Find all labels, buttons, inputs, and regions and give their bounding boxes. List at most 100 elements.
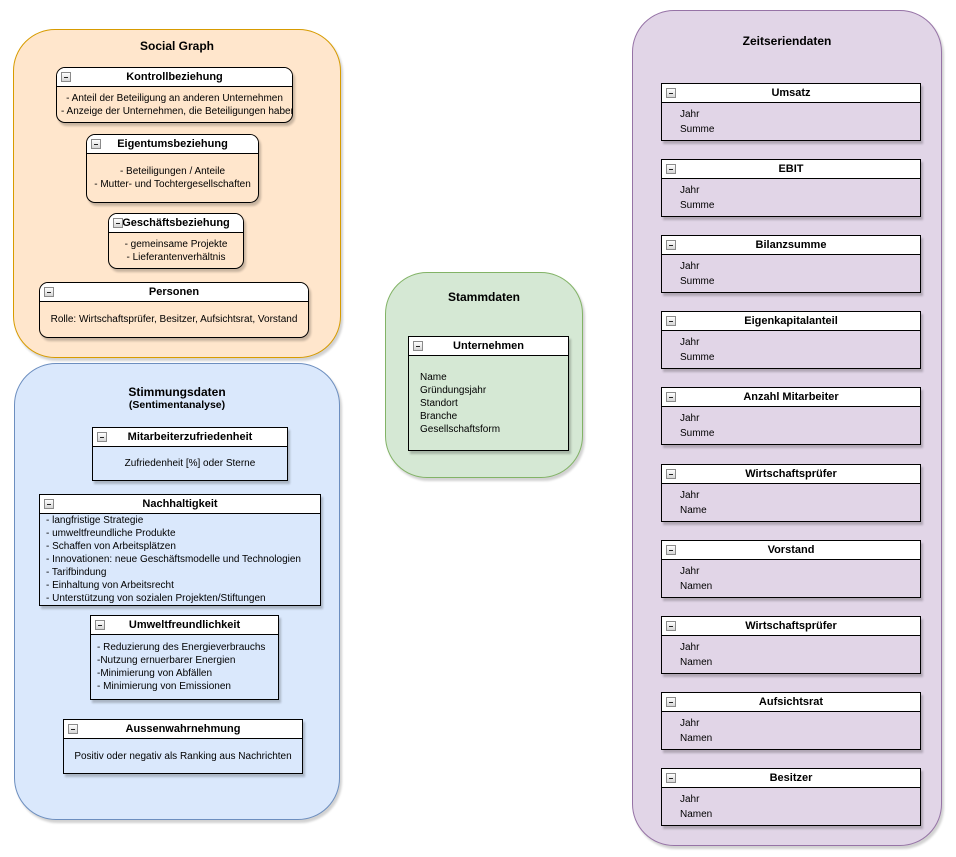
collapse-minus-icon[interactable] bbox=[44, 287, 54, 297]
entity-title: Eigenkapitalanteil bbox=[744, 315, 838, 327]
entity-title: Vorstand bbox=[767, 544, 815, 556]
entity-title: Personen bbox=[148, 286, 200, 298]
collapse-minus-icon[interactable] bbox=[666, 164, 676, 174]
entity-title: Mitarbeiterzufriedenheit bbox=[127, 431, 253, 443]
attribute-line: Jahr bbox=[680, 641, 700, 653]
collapse-minus-icon[interactable] bbox=[61, 72, 71, 82]
attribute-line: - Minimierung von Emissionen bbox=[97, 681, 231, 692]
attribute-line: Name bbox=[420, 371, 447, 383]
entity-header: Mitarbeiterzufriedenheit bbox=[93, 428, 287, 447]
entity-attributes: - Anteil der Beteiligung an anderen Unte… bbox=[57, 87, 292, 122]
entity-title: Kontrollbeziehung bbox=[126, 71, 223, 83]
entity-title: Unternehmen bbox=[453, 340, 524, 352]
collapse-minus-icon[interactable] bbox=[666, 240, 676, 250]
entity-header: Umweltfreundlichkeit bbox=[91, 616, 278, 635]
attribute-line: - Innovationen: neue Geschäftsmodelle un… bbox=[46, 554, 301, 565]
attribute-line: - Einhaltung von Arbeitsrecht bbox=[46, 580, 174, 591]
entity-header: Personen bbox=[40, 283, 308, 302]
collapse-minus-icon[interactable] bbox=[91, 139, 101, 149]
collapse-minus-icon[interactable] bbox=[666, 88, 676, 98]
entity-header: Anzahl Mitarbeiter bbox=[662, 388, 920, 407]
entity-attributes: - Reduzierung des Energieverbrauchs-Nutz… bbox=[91, 635, 278, 699]
collapse-minus-icon[interactable] bbox=[666, 316, 676, 326]
entity-box-umweltfreundlichkeit[interactable]: Umweltfreundlichkeit - Reduzierung des E… bbox=[90, 615, 279, 700]
entity-attributes: - Beteiligungen / Anteile- Mutter- und T… bbox=[87, 154, 258, 202]
entity-header: Nachhaltigkeit bbox=[40, 495, 320, 514]
entity-header: Eigenkapitalanteil bbox=[662, 312, 920, 331]
collapse-minus-icon[interactable] bbox=[666, 697, 676, 707]
entity-title: Wirtschaftsprüfer bbox=[745, 620, 837, 632]
collapse-minus-icon[interactable] bbox=[666, 469, 676, 479]
entity-box-mitarbeiterzufriedenheit[interactable]: Mitarbeiterzufriedenheit Zufriedenheit [… bbox=[92, 427, 288, 481]
collapse-minus-icon[interactable] bbox=[113, 218, 123, 228]
attribute-line: -Nutzung ernuerbarer Energien bbox=[97, 655, 236, 666]
entity-header: Unternehmen bbox=[409, 337, 568, 356]
entity-title: Geschäftsbeziehung bbox=[122, 217, 230, 229]
collapse-minus-icon[interactable] bbox=[666, 392, 676, 402]
entity-title: Nachhaltigkeit bbox=[142, 498, 218, 510]
group-stimmungsdaten[interactable]: Stimmungsdaten (Sentimentanalyse) Mitarb… bbox=[14, 363, 340, 820]
entity-box-eigentumsbeziehung[interactable]: Eigentumsbeziehung - Beteiligungen / Ant… bbox=[86, 134, 259, 203]
entity-box-aussenwahrnehmung[interactable]: Aussenwahrnehmung Positiv oder negativ a… bbox=[63, 719, 303, 774]
entity-title: Aussenwahrnehmung bbox=[125, 723, 241, 735]
entity-header: Geschäftsbeziehung bbox=[109, 214, 243, 233]
attribute-line: - Mutter- und Tochtergesellschaften bbox=[94, 179, 251, 190]
entity-title: Besitzer bbox=[769, 772, 813, 784]
entity-box-nachhaltigkeit[interactable]: Nachhaltigkeit - langfristige Strategie -… bbox=[39, 494, 321, 606]
attribute-line: -Minimierung von Abfällen bbox=[97, 668, 213, 679]
attribute-line: Summe bbox=[680, 427, 715, 439]
collapse-minus-icon[interactable] bbox=[666, 773, 676, 783]
group-title-zeitseriendaten: Zeitseriendaten bbox=[742, 34, 832, 48]
attribute-line: Jahr bbox=[680, 489, 700, 501]
entity-box-personen[interactable]: Personen Rolle: Wirtschaftsprüfer, Besit… bbox=[39, 282, 309, 338]
collapse-minus-icon[interactable] bbox=[97, 432, 107, 442]
collapse-minus-icon[interactable] bbox=[44, 499, 54, 509]
attribute-line: Gesellschaftsform bbox=[420, 423, 501, 435]
attribute-line: Summe bbox=[680, 351, 715, 363]
entity-box-geschaeftsbeziehung[interactable]: Geschäftsbeziehung - gemeinsame Projekte… bbox=[108, 213, 244, 269]
entity-box-kontrollbeziehung[interactable]: Kontrollbeziehung - Anteil der Beteiligu… bbox=[56, 67, 293, 123]
entity-title: EBIT bbox=[778, 163, 804, 175]
collapse-minus-icon[interactable] bbox=[413, 341, 423, 351]
group-subtitle-stimmungsdaten: (Sentimentanalyse) bbox=[128, 399, 226, 411]
entity-header: Besitzer bbox=[662, 769, 920, 788]
collapse-minus-icon[interactable] bbox=[68, 724, 78, 734]
attribute-line: - gemeinsame Projekte bbox=[124, 238, 228, 250]
attribute-line: Jahr bbox=[680, 108, 700, 120]
group-social-graph[interactable]: Social Graph Kontrollbeziehung - Anteil … bbox=[13, 29, 341, 358]
attribute-line: Positiv oder negativ als Ranking aus Nac… bbox=[74, 750, 292, 762]
attribute-line: - Anteil der Beteiligung an anderen Unte… bbox=[66, 92, 283, 104]
attribute-line: Jahr bbox=[680, 184, 700, 196]
collapse-minus-icon[interactable] bbox=[666, 621, 676, 631]
attribute-line: Namen bbox=[680, 656, 713, 668]
attribute-line: Summe bbox=[680, 275, 715, 287]
entity-header: Umsatz bbox=[662, 84, 920, 103]
entity-attributes: Rolle: Wirtschaftsprüfer, Besitzer, Aufs… bbox=[40, 302, 308, 337]
attribute-line: Summe bbox=[680, 199, 715, 211]
collapse-minus-icon[interactable] bbox=[95, 620, 105, 630]
collapse-minus-icon[interactable] bbox=[666, 545, 676, 555]
attribute-line: Standort bbox=[420, 397, 458, 409]
attribute-line: - langfristige Strategie bbox=[46, 515, 144, 526]
attribute-line: Namen bbox=[680, 580, 713, 592]
